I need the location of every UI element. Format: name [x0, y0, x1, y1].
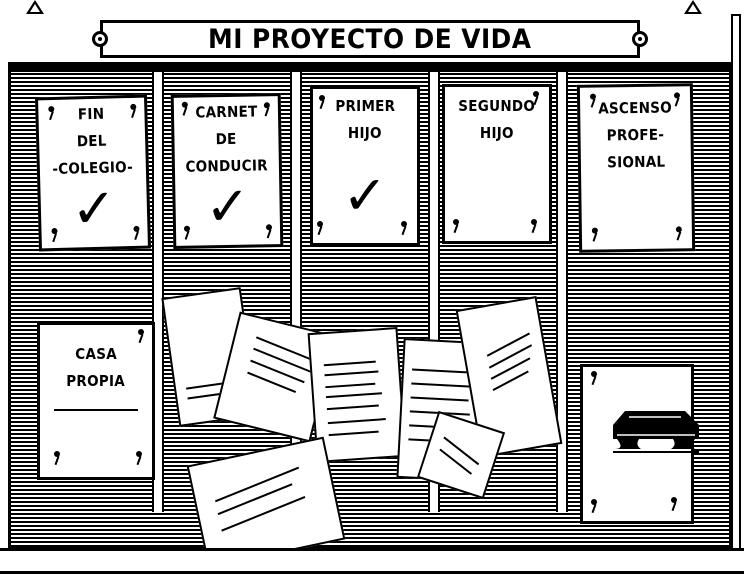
card-text: CARNET [194, 102, 258, 122]
post [152, 72, 164, 512]
pin-icon [453, 219, 459, 225]
checkmark-icon: ✓ [70, 176, 118, 241]
pin-icon [591, 227, 598, 234]
pin-icon [317, 221, 323, 227]
right-frame [731, 14, 741, 554]
card-text: -COLEGIO- [52, 157, 134, 179]
pin-icon [133, 225, 140, 232]
pin-icon [673, 92, 681, 99]
sign-screw-right-icon [632, 31, 648, 47]
pin-icon [263, 102, 270, 109]
pin-icon [181, 101, 188, 108]
pin-icon [51, 227, 58, 235]
title-sign: MI PROYECTO DE VIDA [92, 20, 648, 58]
pin-icon [589, 93, 597, 100]
bottom-ledge [0, 548, 744, 574]
pin-icon [48, 105, 55, 113]
page-title: MI PROYECTO DE VIDA [208, 23, 532, 55]
card-text: CONDUCIR [185, 156, 269, 176]
pin-icon [319, 95, 325, 101]
card-text: FIN [78, 104, 105, 124]
pin-icon [591, 371, 597, 377]
checkmark-icon: ✓ [342, 164, 388, 227]
card-coffin [580, 364, 699, 524]
card-text: SIONAL [606, 152, 666, 172]
pin-icon [54, 451, 60, 457]
pin-icon [138, 329, 144, 335]
card-text: PRIMER [335, 97, 395, 115]
hanger-left-icon [26, 0, 44, 14]
card-primer-hijo: PRIMER HIJO ✓ [310, 86, 420, 246]
card-text: DEL [77, 131, 108, 151]
pin-icon [183, 225, 191, 232]
pin-icon [675, 226, 682, 233]
pin-icon [401, 221, 407, 227]
card-ascenso-profesional: ASCENSO PROFE- SIONAL [576, 83, 696, 253]
pin-icon [671, 497, 677, 503]
pin-icon [136, 451, 142, 457]
card-text: ASCENSO [598, 98, 673, 118]
card-text: DE [215, 129, 238, 149]
card-text: HIJO [348, 124, 382, 142]
card-segundo-hijo: SEGUNDO HIJO [442, 84, 552, 244]
blank-line [54, 409, 138, 411]
card-text: CASA [75, 345, 117, 363]
card-casa-propia: CASA PROPIA [37, 322, 155, 480]
card-fin-del-colegio: FIN DEL -COLEGIO- ✓ [35, 94, 151, 252]
pin-icon [591, 499, 597, 505]
checkmark-icon: ✓ [204, 174, 251, 239]
post [556, 72, 568, 512]
card-text: HIJO [480, 124, 514, 142]
card-text: PROFE- [606, 125, 665, 145]
pin-icon [130, 103, 137, 111]
pin-icon [533, 91, 539, 97]
coffin-icon [613, 411, 699, 453]
pin-icon [265, 224, 273, 231]
hanger-right-icon [684, 0, 702, 14]
top-rail [8, 62, 732, 72]
card-text: SEGUNDO [458, 97, 536, 115]
pin-icon [531, 219, 537, 225]
card-carnet-de-conducir: CARNET DE CONDUCIR ✓ [170, 93, 284, 249]
card-text: PROPIA [66, 372, 126, 390]
sign-screw-left-icon [92, 31, 108, 47]
